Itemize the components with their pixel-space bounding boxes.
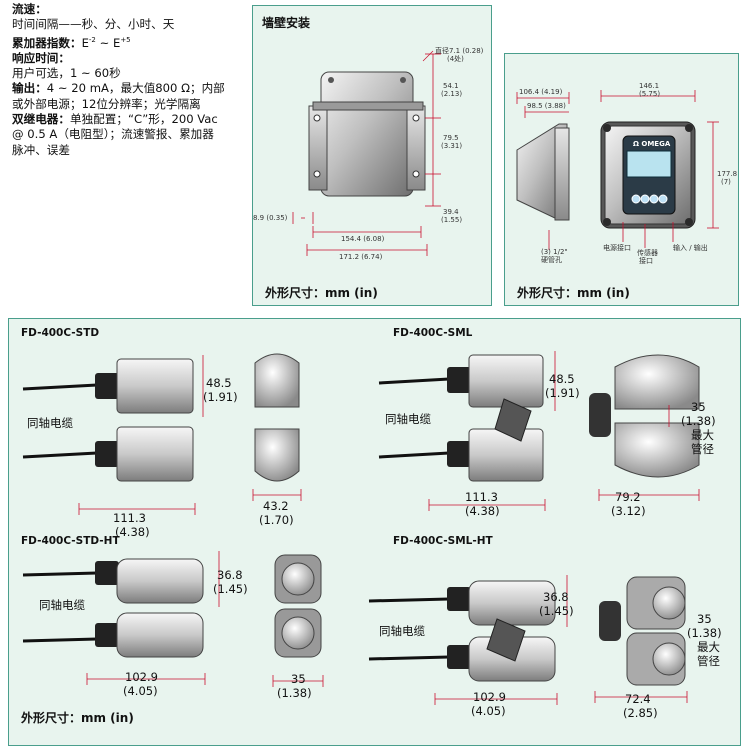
wall-dim-hole: 直径7.1 (0.28) <box>435 47 484 55</box>
sensor-port-label: 传感器 <box>637 249 658 257</box>
std-height-in: (1.91) <box>203 390 238 404</box>
sml-depth: 79.2 <box>615 490 641 504</box>
totalizer-exp2: +5 <box>120 35 131 44</box>
wall-dim-height2-in: (3.31) <box>441 142 463 150</box>
stdht-depth: 35 <box>291 672 306 686</box>
smlht-width-in: (4.05) <box>471 704 506 718</box>
relay-value: 单独配置；“C”形，200 Vac <box>69 111 218 126</box>
wall-caption: 外形尺寸：mm (in) <box>265 286 378 300</box>
sml-width-in: (4.38) <box>465 504 500 518</box>
response-label: 响应时间： <box>12 50 70 65</box>
relay-label: 双继电器： <box>12 111 70 126</box>
std-upper-transducer <box>22 358 194 414</box>
wall-mount-drawing <box>292 50 441 256</box>
response-value: 用户可选，1 ~ 60秒 <box>12 66 121 81</box>
flow-label: 流速： <box>12 2 47 16</box>
wall-dim-height3-in: (1.55) <box>441 216 463 224</box>
stdht-width: 102.9 <box>125 670 158 684</box>
sml-pipe-label1: 最大 <box>691 428 714 442</box>
io-port-label: 输入 / 输出 <box>673 244 708 252</box>
spec-list: 流速： 时间间隔——秒、分、小时、天 累加器指数：E-2 ~ E+5 响应时间：… <box>12 2 248 158</box>
sensors-panel: FD-400C-STD FD-400C-SML FD-400C-STD-HT F… <box>8 318 741 746</box>
totalizer-sep: ~ E <box>95 35 121 50</box>
smlht-pipe: 35 <box>697 612 712 626</box>
front-caption: 外形尺寸：mm (in) <box>517 286 630 300</box>
front-dim-width-in: (5.75) <box>639 90 661 98</box>
wall-dim-height2: 79.5 <box>443 134 459 142</box>
brand-logo: Ω OMEGA <box>633 140 671 148</box>
front-dim-width: 146.1 <box>639 82 660 90</box>
front-dim-height: 177.8 <box>717 170 738 178</box>
smlht-depth-in: (2.85) <box>623 706 658 720</box>
smlht-depth: 72.4 <box>625 692 651 706</box>
output-label: 输出： <box>12 81 47 96</box>
output-line2: 或外部电源；12位分辨率；光学隔离 <box>12 96 201 111</box>
sml-pipe-label2: 管径 <box>691 442 714 456</box>
totalizer-value: E <box>81 35 89 50</box>
stdht-width-in: (4.05) <box>123 684 158 698</box>
sml-pipe-in: (1.38) <box>681 414 716 428</box>
std-width-in: (4.38) <box>115 525 150 539</box>
wall-dim-height3: 39.4 <box>443 208 459 216</box>
std-depth-in: (1.70) <box>259 513 294 527</box>
smlht-pipe-label2: 管径 <box>697 654 720 668</box>
interval-text: 时间间隔——秒、分、小时、天 <box>12 17 175 32</box>
stdht-height: 36.8 <box>217 568 243 582</box>
smlht-pipe-in: (1.38) <box>687 626 722 640</box>
relay-line3: 脉冲、误差 <box>12 142 70 157</box>
stdht-height-in: (1.45) <box>213 582 248 596</box>
std-width: 111.3 <box>113 511 146 525</box>
sml-height-in: (1.91) <box>545 386 580 400</box>
conduit-hole-label2: 硬管孔 <box>541 256 562 264</box>
wall-dim-height1: 54.1 <box>443 82 459 90</box>
sml-width: 111.3 <box>465 490 498 504</box>
model-sml-ht: FD-400C-SML-HT <box>393 535 493 547</box>
smlht-height: 36.8 <box>543 590 569 604</box>
front-dim-depth1: 106.4 (4.19) <box>519 88 563 96</box>
conduit-hole-label: (3) 1/2" <box>541 248 568 256</box>
wall-dim-width2: 171.2 (6.74) <box>339 253 383 261</box>
relay-line2: @ 0.5 A（电阻型）；流速警报、累加器 <box>12 127 214 142</box>
wall-dim-hole-count: (4处) <box>447 55 464 63</box>
sensor-port-label2: 接口 <box>639 257 653 265</box>
model-std-ht: FD-400C-STD-HT <box>21 535 120 547</box>
wall-dim-offset: 8.9 (0.35) <box>253 214 288 222</box>
output-value: 4 ~ 20 mA，最大值800 Ω；内部 <box>46 81 225 96</box>
wall-dim-width1: 154.4 (6.08) <box>341 235 385 243</box>
std-height: 48.5 <box>206 376 232 390</box>
sensors-caption: 外形尺寸：mm (in) <box>21 711 134 725</box>
std-depth: 43.2 <box>263 499 289 513</box>
smlht-width: 102.9 <box>473 690 506 704</box>
front-dim-depth2: 98.5 (3.88) <box>527 102 566 110</box>
model-std: FD-400C-STD <box>21 327 100 339</box>
stdht-depth-in: (1.38) <box>277 686 312 700</box>
std-lower-transducer <box>22 426 194 482</box>
totalizer-exp1: -2 <box>88 35 96 44</box>
stdht-cable-label: 同轴电缆 <box>39 598 85 612</box>
sml-height: 48.5 <box>549 372 575 386</box>
sensor-drawings <box>22 351 700 705</box>
smlht-pipe-label1: 最大 <box>697 640 720 654</box>
sml-cable-label: 同轴电缆 <box>385 412 431 426</box>
front-view-panel: Ω OMEGA 106.4 (4.19) 98.5 (3.88) 146.1 (… <box>504 53 739 306</box>
power-port-label: 电源接口 <box>603 244 631 252</box>
wall-dim-height1-in: (2.13) <box>441 90 463 98</box>
front-view-drawing <box>516 90 719 250</box>
wall-mount-panel: 墙壁安装 <box>252 5 492 306</box>
totalizer-label: 累加器指数： <box>12 35 82 50</box>
model-sml: FD-400C-SML <box>393 327 473 339</box>
std-cable-label: 同轴电缆 <box>27 416 73 430</box>
sml-pipe: 35 <box>691 400 706 414</box>
wall-mount-title: 墙壁安装 <box>262 16 311 30</box>
sml-depth-in: (3.12) <box>611 504 646 518</box>
smlht-height-in: (1.45) <box>539 604 574 618</box>
smlht-cable-label: 同轴电缆 <box>379 624 425 638</box>
front-dim-height-in: (7) <box>721 178 731 186</box>
